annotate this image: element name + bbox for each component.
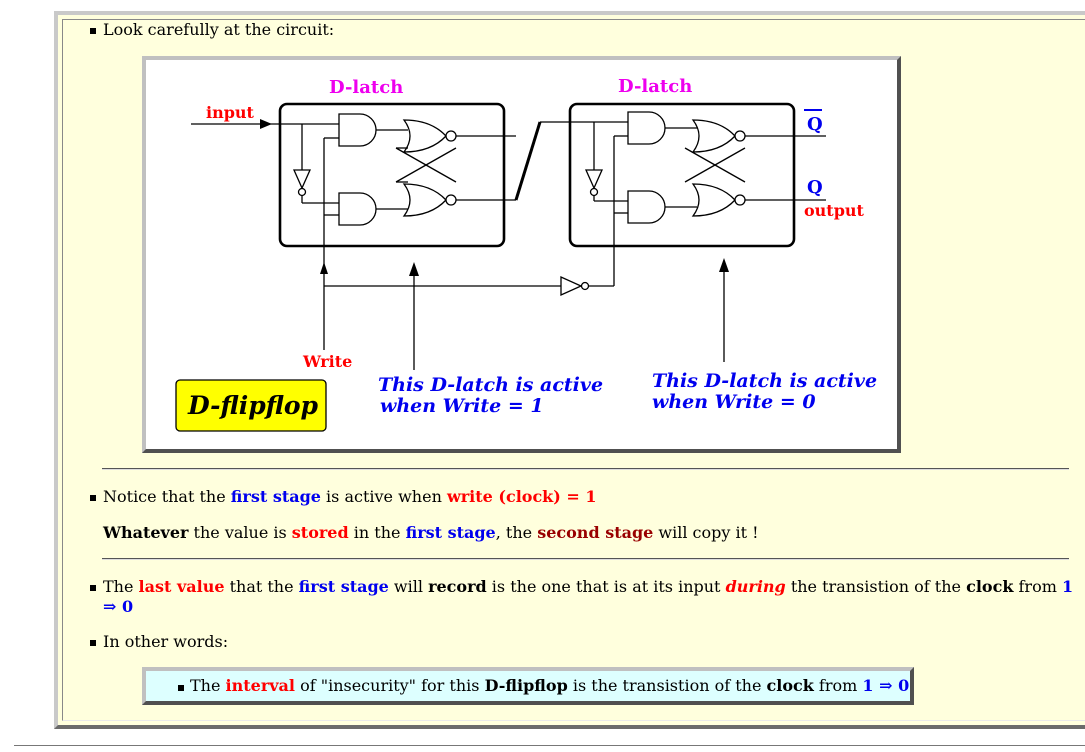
latch2-box [568,102,796,248]
divider [102,468,1069,470]
q-label: Q [807,177,823,198]
whatever-text: Whatever the value is stored in the firs… [103,523,759,542]
text-fragment: is the one that is at its input [486,577,726,596]
text-fragment: The [190,676,226,695]
text-fragment: The [103,577,139,596]
circuit-svg: D-latch D-latch input Q Q output Write T… [175,76,877,432]
note1-line2: when Write = 1 [380,395,544,417]
write-clock-term: write (clock) = 1 [446,487,597,506]
last-value-wrap: ⇒ 0 [103,597,134,616]
stored-term: stored [291,523,349,542]
text-fragment: from [1013,577,1062,596]
text-fragment: will [388,577,429,596]
list-bullet [90,585,96,591]
whatever-term: Whatever [103,523,189,542]
and-gate-4 [627,190,666,224]
inverter-3 [560,275,583,297]
last-value-term: last value [138,577,225,596]
note1-line1: This D-latch is active [378,374,603,396]
text-fragment: is the transistion of the [567,676,767,695]
dflipflop-term: D-flipflop [484,676,568,695]
and-gate-1 [338,113,377,147]
transition-value: 1 ⇒ 0 [862,676,910,695]
text-fragment: the transistion of the [785,577,967,596]
record-term: record [428,577,487,596]
content-frame-inner [62,19,1085,721]
last-value-text: The last value that the first stage will… [103,577,1073,596]
nor-gate-4 [691,183,736,217]
text-fragment: Notice that the [103,487,231,506]
list-bullet [90,495,96,501]
one-value: 1 [1061,577,1074,596]
note2-line2: when Write = 0 [652,391,816,413]
list-bullet [90,640,96,646]
latch1-label: D-latch [329,77,403,98]
note2-line1: This D-latch is active [652,370,877,392]
and-gate-2 [338,192,377,226]
text-fragment: of "insecurity" for this [294,676,485,695]
callout-box: The interval of "insecurity" for this D-… [142,667,914,705]
list-bullet [90,28,96,34]
text-fragment: from [813,676,863,695]
write-label: Write [302,352,352,371]
text-fragment: is active when [320,487,447,506]
qbar-label: Q [807,114,823,135]
text-fragment: in the [348,523,406,542]
latch2-label: D-latch [618,76,692,97]
during-term: during [725,577,786,596]
first-stage-term: first stage [298,577,389,596]
diagram-title: D-flipflop [187,391,319,420]
list-bullet [178,685,184,691]
second-stage-term: second stage [537,523,654,542]
circuit-diagram: D-latch D-latch input Q Q output Write T… [142,56,901,453]
output-label: output [804,201,865,220]
nor-gate-1 [402,119,447,153]
text-fragment: the value is [188,523,292,542]
inverter-2 [584,169,604,190]
notice-text: Notice that the first stage is active wh… [103,487,597,506]
clock-term: clock [966,577,1014,596]
clock-term: clock [766,676,814,695]
interval-term: interval [225,676,295,695]
divider [102,558,1069,560]
text-fragment: that the [224,577,299,596]
bottom-divider [14,745,1085,746]
nor-gate-3 [691,119,736,153]
latch1-box [278,102,506,248]
nor-gate-2 [402,183,447,217]
input-label: input [206,103,255,122]
callout-text: The interval of "insecurity" for this D-… [190,676,909,695]
look-text: Look carefully at the circuit: [103,20,335,39]
and-gate-3 [627,111,666,145]
text-fragment: will copy it ! [653,523,759,542]
text-fragment: , the [495,523,538,542]
title-box [175,379,327,432]
inverter-1 [292,169,312,190]
first-stage-term: first stage [405,523,496,542]
first-stage-term: first stage [230,487,321,506]
in-other-words-text: In other words: [103,632,229,651]
